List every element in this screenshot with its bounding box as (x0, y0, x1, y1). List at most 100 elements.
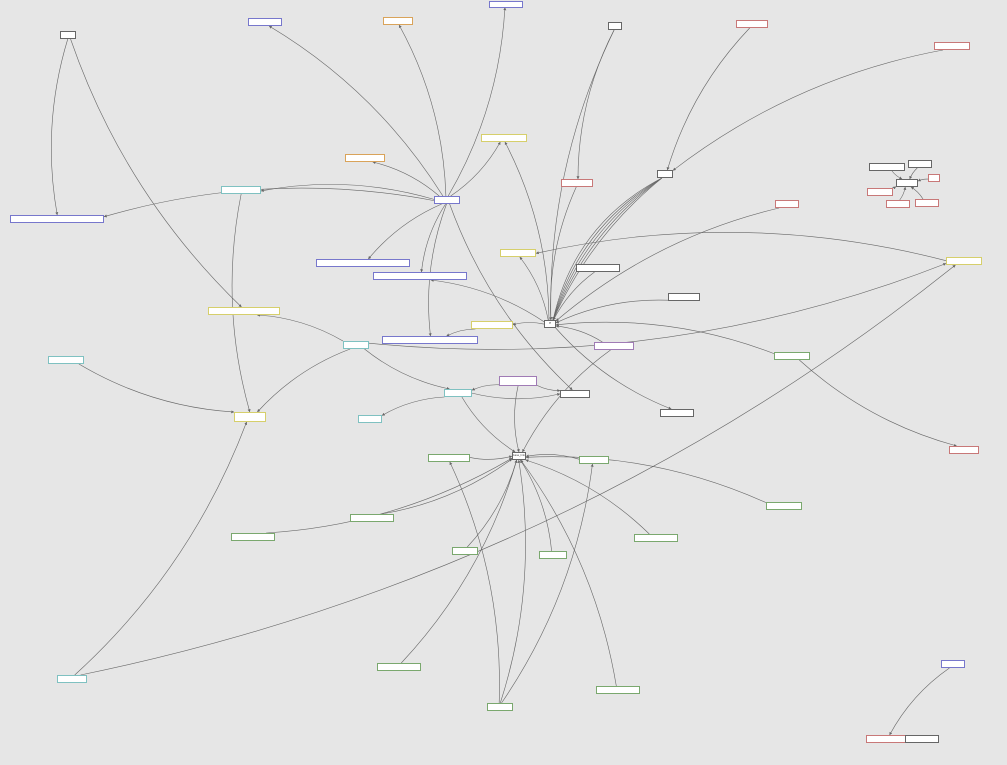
graph-edge (501, 463, 594, 704)
graph-node-n_orange2[interactable] (345, 154, 385, 162)
graph-node-n_tl1[interactable] (248, 18, 282, 26)
graph-node-n_cyan4[interactable] (444, 389, 472, 397)
graph-node-n_red3[interactable] (775, 200, 799, 208)
graph-edge (917, 178, 929, 182)
graph-node-n_tr1[interactable] (608, 22, 622, 30)
graph-node-n_green12[interactable] (487, 703, 513, 711)
graph-node-n_yel2[interactable] (500, 249, 536, 257)
graph-node-n_plain2[interactable] (576, 264, 620, 272)
graph-edge (364, 348, 450, 390)
graph-edge (525, 455, 767, 503)
graph-node-n_green11[interactable] (596, 686, 640, 694)
graph-node-n_yel4[interactable] (234, 412, 266, 422)
graph-node-n_tr3[interactable] (934, 42, 970, 50)
graph-node-n_green9[interactable] (539, 551, 567, 559)
graph-node-n_yel1[interactable] (208, 307, 280, 315)
graph-node-n_red4[interactable] (949, 446, 979, 454)
graph-edge (514, 385, 520, 453)
graph-edge (552, 177, 663, 321)
graph-node-n_green3[interactable] (579, 456, 609, 464)
graph-node-c_2[interactable] (908, 160, 932, 168)
graph-node-n_top[interactable] (489, 0, 523, 8)
graph-node-c_4[interactable] (928, 174, 940, 182)
graph-edge (504, 141, 550, 321)
graph-edge (368, 263, 947, 350)
graph-edge (555, 321, 775, 354)
graph-node-n_yel3[interactable] (471, 321, 513, 329)
graph-edge (268, 25, 444, 197)
graph-node-n_plain4[interactable] (560, 390, 590, 398)
graph-edge (381, 458, 513, 515)
graph-edge (500, 459, 526, 704)
graph-node-n_wide1[interactable] (10, 215, 104, 223)
graph-node-n_green6[interactable] (634, 534, 678, 542)
graph-node-c_6[interactable] (886, 200, 910, 208)
graph-node-n_plain_r[interactable] (657, 170, 673, 178)
graph-node-n_wide2[interactable] (316, 259, 410, 267)
graph-edge (891, 170, 903, 180)
graph-node-n_green7[interactable] (231, 533, 275, 541)
graph-node-n_purple1[interactable] (594, 342, 634, 350)
graph-edge (469, 455, 513, 460)
graph-node-n_tr2[interactable] (736, 20, 768, 28)
graph-edge (461, 396, 516, 453)
graph-node-n_blue2[interactable] (434, 196, 460, 204)
graph-node-n_green8[interactable] (452, 547, 478, 555)
graph-edge (891, 186, 897, 190)
graph-node-n_wide3[interactable] (373, 272, 467, 280)
graph-edge (555, 324, 603, 343)
graph-node-n_green1[interactable] (774, 352, 810, 360)
graph-edge (519, 256, 549, 321)
graph-edge (430, 278, 545, 323)
graph-edge (401, 459, 518, 664)
graph-edge (381, 396, 445, 416)
graph-edge (555, 299, 669, 324)
graph-node-c_7[interactable] (915, 199, 939, 207)
graph-node-n_red2[interactable] (561, 179, 593, 187)
graph-edge (525, 454, 580, 460)
graph-node-n_green10[interactable] (377, 663, 421, 671)
graph-node-n_cyan6[interactable] (57, 675, 87, 683)
graph-node-n_blue3[interactable] (941, 660, 965, 668)
graph-node-n_red5[interactable] (866, 735, 906, 743)
graph-node-c_3[interactable] (896, 179, 918, 187)
graph-edge (909, 167, 918, 180)
graph-edge (520, 459, 617, 687)
graph-node-tf[interactable]: tf (544, 320, 556, 328)
graph-edge (447, 7, 507, 197)
graph-node-n_green4[interactable] (766, 502, 802, 510)
graph-node-n_cyan3[interactable] (48, 356, 84, 364)
graph-node-n_orange3[interactable] (481, 134, 527, 142)
graph-node-base_link[interactable]: base_link (512, 452, 526, 460)
graph-node-n_plain5[interactable] (660, 409, 694, 417)
graph-edge (80, 264, 956, 676)
graph-node-n_cyan5[interactable] (358, 415, 382, 423)
graph-edge (428, 203, 447, 337)
graph-node-n_green2[interactable] (428, 454, 470, 462)
graph-node-c_1[interactable] (869, 163, 905, 171)
graph-edge (471, 392, 561, 400)
graph-edge (512, 322, 545, 326)
graph-edge (372, 161, 440, 197)
graph-edge (549, 186, 577, 321)
graph-edge (257, 348, 351, 413)
graph-node-n_cyan2[interactable] (343, 341, 369, 349)
graph-node-n_yel5[interactable] (946, 257, 982, 265)
graph-edge (70, 38, 242, 308)
graph-node-n_cyan1[interactable] (221, 186, 261, 194)
graph-edge (899, 186, 907, 201)
graph-node-c_5[interactable] (867, 188, 893, 196)
graph-node-n_plain6[interactable] (905, 735, 939, 743)
graph-node-n_tl2[interactable] (383, 17, 413, 25)
graph-edge (799, 359, 957, 447)
graph-node-n_wide4[interactable] (382, 336, 478, 344)
graph-edge (103, 187, 435, 218)
graph-edge (672, 49, 944, 171)
graph-node-n_tlw[interactable] (60, 31, 76, 39)
graph-node-n_purple2[interactable] (499, 376, 537, 386)
graph-node-n_green5[interactable] (350, 514, 394, 522)
graph-node-n_plain3[interactable] (668, 293, 700, 301)
graph-edge (525, 459, 650, 535)
